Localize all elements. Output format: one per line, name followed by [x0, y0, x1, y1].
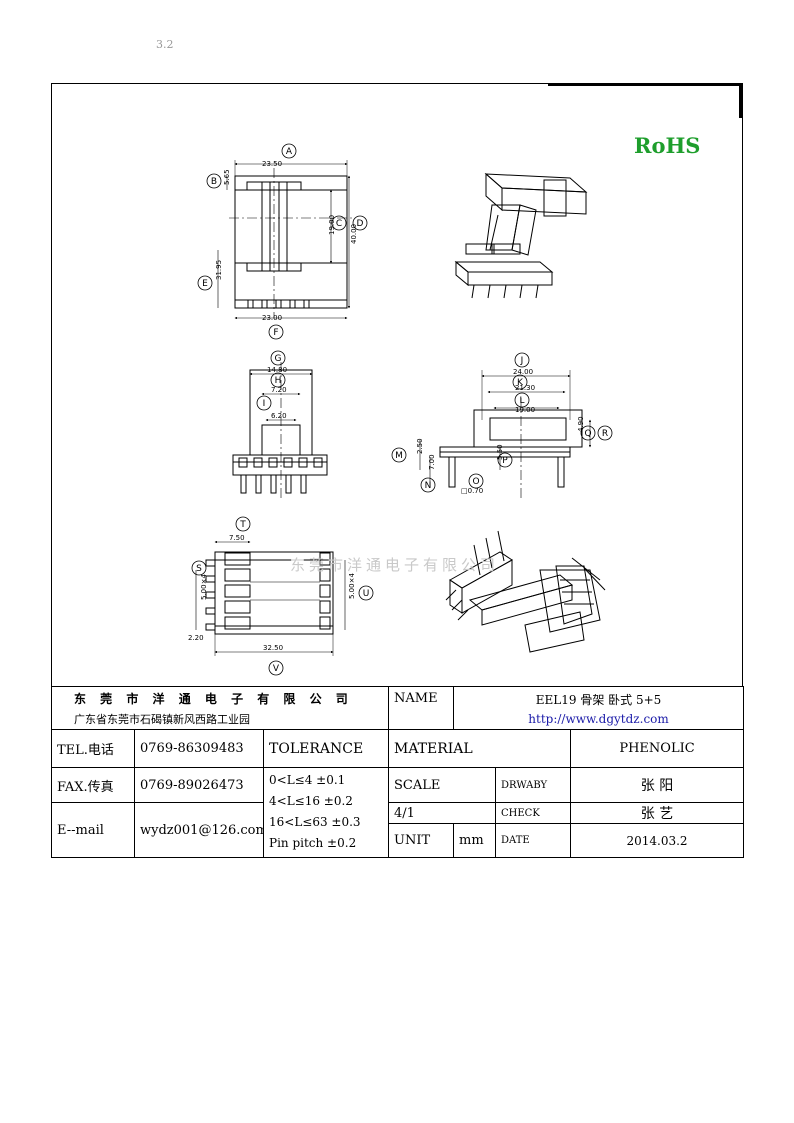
balloon-e: E [202, 279, 208, 289]
side-view [232, 362, 328, 500]
drawby-label: DRWABY [495, 767, 571, 803]
dim-side-core: 6.20 [271, 412, 287, 420]
balloon-u: U [363, 589, 370, 599]
dim-bottom-width: 23.00 [262, 314, 282, 322]
dim-top-flange: 5.65 [223, 169, 231, 185]
dim-pitch-right: 5.00×4 [348, 573, 356, 599]
engineering-drawing: 23.50 5.65 40.00 19.00 31.95 23.00 14.80… [188, 143, 613, 676]
balloon-r: R [602, 429, 608, 439]
tel-label: TEL.电话 [51, 729, 135, 768]
tolerance-values: 0<L≤4 ±0.1 4<L≤16 ±0.2 16<L≤63 ±0.3 Pin … [263, 767, 389, 858]
part-name: EEL19 骨架 卧式 5+5 [535, 692, 662, 707]
balloon-i: I [263, 399, 266, 409]
bottom-view [195, 540, 346, 656]
dim-flange-thk: 5.50 [496, 444, 504, 460]
dim-bottom-edge: 2.20 [188, 634, 204, 642]
balloon-letters: A B C D E F G H I J K L M N O P Q R S T … [196, 147, 608, 674]
balloon-s: S [196, 564, 202, 574]
page-corner-mark: 3.2 [156, 38, 174, 51]
dim-front-window: 19.00 [515, 406, 535, 414]
dim-pin-offset: 2.50 [416, 438, 424, 454]
watermark: 东莞市洋通电子有限公司 [290, 556, 500, 574]
fax-label: FAX.传真 [51, 767, 135, 803]
front-view [419, 370, 592, 500]
dim-right-height: 4.90 [577, 416, 585, 432]
dim-pin-size: □0.70 [461, 487, 483, 495]
isometric-view-upright [454, 172, 588, 299]
tolerance-label: TOLERANCE [263, 729, 389, 768]
balloon-k: K [517, 378, 524, 388]
tol-row-2: 4<L≤16 ±0.2 [269, 794, 353, 808]
company-cell: 东 莞 市 洋 通 电 子 有 限 公 司 广东省东莞市石碣镇新风西路工业园 [51, 686, 389, 730]
title-block: 东 莞 市 洋 通 电 子 有 限 公 司 广东省东莞市石碣镇新风西路工业园 N… [51, 686, 745, 858]
rohs-label: RoHS [634, 133, 701, 158]
dimension-texts: 23.50 5.65 40.00 19.00 31.95 23.00 14.80… [188, 160, 585, 652]
balloon-p: P [502, 456, 508, 466]
name-cell: EEL19 骨架 卧式 5+5 http://www.dgytdz.com [452, 686, 745, 730]
balloon-h: H [275, 376, 282, 386]
check-value: 张 艺 [569, 802, 745, 824]
material-label: MATERIAL [388, 729, 571, 768]
balloon-d: D [357, 219, 364, 229]
unit-value: mm [453, 823, 496, 858]
website-link[interactable]: http://www.dgytdz.com [528, 711, 669, 726]
balloon-m: M [395, 451, 403, 461]
balloon-v: V [273, 664, 280, 674]
company-name: 东 莞 市 洋 通 电 子 有 限 公 司 [74, 691, 353, 706]
dim-pitch-left: 5.00×4 [200, 574, 208, 600]
balloon-g: G [275, 354, 282, 364]
check-label: CHECK [495, 802, 571, 824]
balloon-j: J [520, 356, 524, 366]
frame-top-mark [548, 84, 741, 86]
balloon-o: O [472, 477, 479, 487]
tol-row-3: 16<L≤63 ±0.3 [269, 815, 361, 829]
frame-side-mark [739, 84, 742, 118]
date-label: DATE [495, 823, 571, 858]
dim-lower-height: 31.95 [215, 260, 223, 280]
dim-front-overall: 24.00 [513, 368, 533, 376]
scale-value: 4/1 [388, 802, 496, 824]
fax-value: 0769-89026473 [134, 767, 264, 803]
tol-row-1: 0<L≤4 ±0.1 [269, 773, 346, 787]
balloon-circles [191, 143, 613, 676]
tel-value: 0769-86309483 [134, 729, 264, 768]
dim-side-inner: 7.20 [271, 386, 287, 394]
email-value: wydz001@126.com [134, 802, 264, 858]
dim-bottom-lead: 7.50 [229, 534, 245, 542]
email-label: E--mail [51, 802, 135, 858]
dim-side-overall: 14.80 [267, 366, 287, 374]
dim-overall-height: 40.00 [350, 224, 358, 244]
dim-top-width: 23.50 [262, 160, 282, 168]
balloon-a: A [286, 147, 293, 157]
isometric-view-horizontal [445, 530, 606, 653]
material-value: PHENOLIC [569, 729, 745, 768]
balloon-f: F [273, 328, 278, 338]
company-address: 广东省东莞市石碣镇新风西路工业园 [74, 712, 250, 726]
dim-pin-length: 7.00 [428, 454, 436, 470]
balloon-l: L [519, 396, 524, 406]
unit-label: UNIT [388, 823, 454, 858]
name-label: NAME [388, 686, 454, 730]
balloon-t: T [239, 520, 246, 530]
balloon-q: Q [584, 429, 591, 439]
balloon-c: C [336, 219, 342, 229]
balloon-n: N [425, 481, 432, 491]
tol-row-4: Pin pitch ±0.2 [269, 836, 357, 850]
dim-front-mid: 21.30 [515, 384, 535, 392]
dim-inner-height: 19.00 [328, 215, 336, 235]
drawby-value: 张 阳 [569, 767, 745, 803]
date-value: 2014.03.2 [569, 823, 745, 858]
balloon-b: B [211, 177, 217, 187]
top-view [217, 160, 353, 320]
scale-label: SCALE [388, 767, 496, 803]
dim-bottom-span: 32.50 [263, 644, 283, 652]
